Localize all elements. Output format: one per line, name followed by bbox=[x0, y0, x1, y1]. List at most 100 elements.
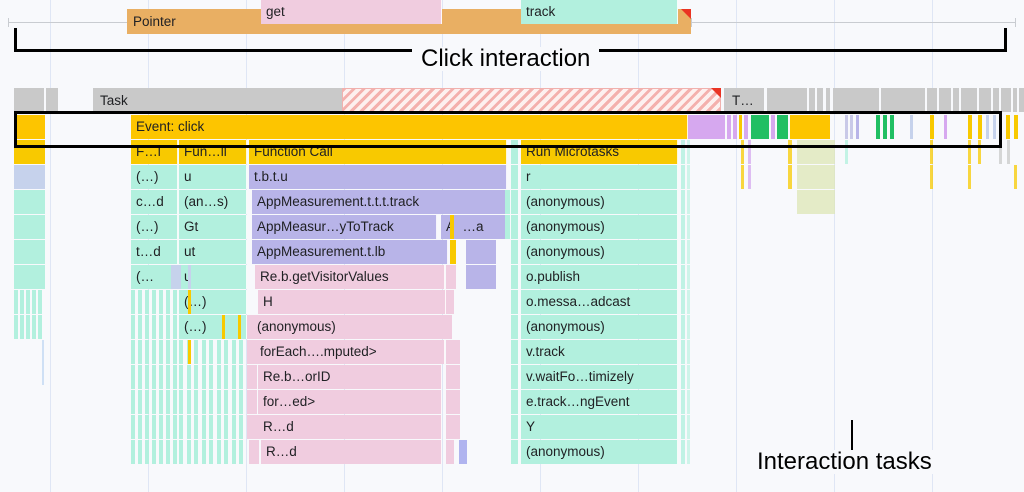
flame-thin-frame[interactable] bbox=[131, 440, 135, 464]
flame-thin-frame[interactable] bbox=[681, 365, 685, 389]
flame-row-3-block[interactable]: Gt bbox=[179, 215, 247, 239]
left-stack-sliver[interactable] bbox=[14, 240, 45, 264]
flame-thin-frame[interactable] bbox=[216, 365, 221, 389]
flame-row-2-block[interactable]: c…d bbox=[131, 190, 178, 214]
flame-thin-frame[interactable] bbox=[681, 165, 685, 189]
flame-thin-frame[interactable] bbox=[681, 340, 685, 364]
flame-thin-frame[interactable] bbox=[138, 365, 142, 389]
flame-thin-frame[interactable] bbox=[466, 190, 480, 214]
flame-thin-frame[interactable] bbox=[687, 165, 690, 189]
event-row-mark[interactable] bbox=[883, 115, 887, 139]
flame-row-mark[interactable] bbox=[741, 140, 744, 164]
flame-thin-frame[interactable] bbox=[152, 415, 156, 439]
flame-row-mark[interactable] bbox=[797, 165, 835, 189]
flame-row-6-block[interactable]: o.messa…adcast bbox=[521, 290, 678, 314]
flame-row-13-block[interactable]: get bbox=[261, 0, 442, 24]
flame-thin-frame[interactable] bbox=[166, 390, 170, 414]
flame-row-mark[interactable] bbox=[968, 140, 971, 164]
flame-thin-frame[interactable] bbox=[681, 415, 685, 439]
flame-thin-frame[interactable] bbox=[687, 240, 690, 264]
flame-thin-frame[interactable] bbox=[681, 290, 685, 314]
flame-thin-frame[interactable] bbox=[446, 415, 460, 439]
flame-thin-frame[interactable] bbox=[687, 365, 690, 389]
flame-thin-frame[interactable] bbox=[247, 365, 257, 389]
flame-thin-frame[interactable] bbox=[249, 440, 259, 464]
left-stack-sliver[interactable] bbox=[14, 190, 45, 214]
flame-thin-frame[interactable] bbox=[224, 390, 228, 414]
flame-thin-frame[interactable] bbox=[466, 265, 496, 289]
flame-row-4-block[interactable]: AppMeasurement.t.lb bbox=[252, 240, 448, 264]
flame-thin-frame[interactable] bbox=[145, 340, 149, 364]
task-block-small[interactable] bbox=[961, 88, 977, 112]
flame-thin-frame[interactable] bbox=[511, 365, 518, 389]
flame-row-1-block[interactable]: u bbox=[179, 165, 247, 189]
event-row-mark[interactable] bbox=[1006, 115, 1010, 139]
flame-thin-frame[interactable] bbox=[450, 190, 464, 214]
flame-thin-frame[interactable] bbox=[687, 315, 690, 339]
flame-thin-frame[interactable] bbox=[173, 390, 177, 414]
flame-thin-frame[interactable] bbox=[209, 415, 213, 439]
flame-thin-frame[interactable] bbox=[446, 365, 460, 389]
flame-thin-frame[interactable] bbox=[194, 365, 198, 389]
flame-thin-frame[interactable] bbox=[166, 440, 170, 464]
flame-row-11-block[interactable]: Y bbox=[521, 415, 678, 439]
task-block[interactable] bbox=[14, 88, 44, 112]
flame-thin-frame[interactable] bbox=[247, 340, 255, 364]
flame-row-1-block[interactable]: (…) bbox=[131, 165, 178, 189]
event-purple-block[interactable] bbox=[771, 115, 775, 139]
flame-thin-frame[interactable] bbox=[186, 390, 191, 414]
flame-thin-frame[interactable] bbox=[231, 340, 236, 364]
flame-thin-frame[interactable] bbox=[239, 365, 243, 389]
flame-thin-frame[interactable] bbox=[145, 365, 149, 389]
flame-thin-frame[interactable] bbox=[681, 190, 685, 214]
flame-thin-frame[interactable] bbox=[179, 390, 183, 414]
flame-thin-frame[interactable] bbox=[186, 415, 191, 439]
flame-thin-frame[interactable] bbox=[687, 140, 690, 164]
flame-thin-frame[interactable] bbox=[687, 340, 690, 364]
flame-row-mark[interactable] bbox=[845, 140, 848, 164]
flame-row-1-block[interactable]: r bbox=[521, 165, 678, 189]
flame-thin-frame[interactable] bbox=[687, 265, 690, 289]
flame-thin-frame[interactable] bbox=[152, 390, 156, 414]
flame-thin-frame[interactable] bbox=[446, 340, 460, 364]
event-row-mark[interactable] bbox=[944, 115, 947, 139]
flame-row-6-block[interactable]: H bbox=[258, 290, 446, 314]
event-purple-block[interactable] bbox=[733, 115, 737, 139]
flame-row-4-block[interactable]: ut bbox=[179, 240, 247, 264]
left-stack-sliver[interactable] bbox=[20, 290, 24, 314]
task-block-small[interactable] bbox=[953, 88, 959, 112]
flame-thin-frame[interactable] bbox=[224, 415, 228, 439]
event-row-mark[interactable] bbox=[845, 115, 848, 139]
long-task-hatch[interactable] bbox=[342, 88, 721, 112]
event-purple-block[interactable] bbox=[727, 115, 731, 139]
flame-thin-frame[interactable] bbox=[131, 315, 135, 339]
flame-thin-frame[interactable] bbox=[511, 215, 518, 239]
flame-thin-frame[interactable] bbox=[446, 315, 452, 339]
flame-thin-frame[interactable] bbox=[681, 390, 685, 414]
left-thin-line[interactable] bbox=[42, 340, 44, 385]
flame-thin-frame[interactable] bbox=[179, 340, 183, 364]
flame-row-9-block[interactable]: v.waitFo…timizely bbox=[521, 365, 678, 389]
flame-thin-frame[interactable] bbox=[446, 265, 456, 289]
flame-thin-frame[interactable] bbox=[238, 315, 241, 339]
flame-thin-frame[interactable] bbox=[166, 340, 170, 364]
flame-thin-frame[interactable] bbox=[173, 365, 177, 389]
flame-row-mark[interactable] bbox=[748, 140, 751, 164]
flame-thin-frame[interactable] bbox=[152, 340, 156, 364]
flame-thin-frame[interactable] bbox=[224, 365, 228, 389]
event-row-mark[interactable] bbox=[986, 115, 989, 139]
flame-thin-frame[interactable] bbox=[239, 415, 243, 439]
left-stack-sliver[interactable] bbox=[38, 315, 42, 339]
flame-thin-frame[interactable] bbox=[173, 415, 177, 439]
flame-thin-frame[interactable] bbox=[231, 390, 236, 414]
event-purple-block[interactable] bbox=[744, 115, 748, 139]
flame-thin-frame[interactable] bbox=[511, 440, 518, 464]
function-call-row-block[interactable]: Function Call bbox=[249, 140, 507, 164]
event-row-mark[interactable] bbox=[876, 115, 880, 139]
flame-row-3-block[interactable]: AppMeasur…yToTrack bbox=[252, 215, 437, 239]
flame-thin-frame[interactable] bbox=[687, 290, 690, 314]
flame-thin-frame[interactable] bbox=[201, 340, 206, 364]
flame-thin-frame[interactable] bbox=[173, 340, 177, 364]
flame-row-2-block[interactable]: (anonymous) bbox=[521, 190, 678, 214]
function-call-row-block[interactable]: Run Microtasks bbox=[521, 140, 678, 164]
